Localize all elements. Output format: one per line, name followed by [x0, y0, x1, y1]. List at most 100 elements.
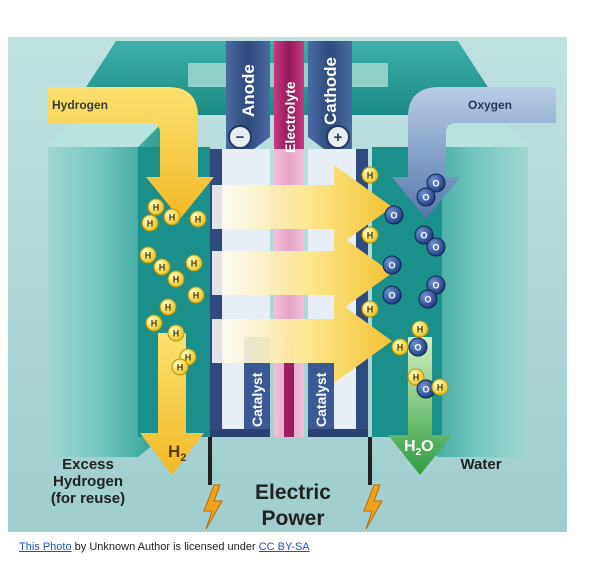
hydrogen-atom: H	[407, 368, 425, 386]
oxygen-atom: O	[382, 255, 402, 275]
h2o-subscript: 2	[416, 447, 422, 458]
svg-text:O: O	[390, 211, 397, 221]
svg-text:H: H	[367, 305, 374, 315]
anode-charge-symbol: −	[236, 129, 245, 146]
hydrogen-atom: H	[431, 378, 449, 396]
oxygen-label: Oxygen	[468, 98, 512, 112]
hydrogen-atom: H	[189, 210, 207, 228]
oxygen-atom: O	[426, 173, 446, 193]
svg-text:H: H	[367, 171, 374, 181]
hydrogen-atom: H	[187, 286, 205, 304]
fuel-cell-diagram: Anode Electrolyte Cathode Catalyst Catal…	[8, 37, 567, 532]
electrolyte-core	[284, 337, 294, 437]
svg-text:O: O	[432, 243, 439, 253]
anode-plate-top	[226, 41, 270, 149]
hydrogen-atom: H	[185, 254, 203, 272]
hydrogen-atom: H	[145, 314, 163, 332]
svg-text:H: H	[367, 231, 374, 241]
hydrogen-atom: H	[361, 226, 379, 244]
left-block-top	[48, 122, 163, 147]
electrolyte-label: Electrolyte	[282, 81, 298, 153]
lightning-icon-right	[363, 484, 383, 530]
electric-power-line2: Power	[261, 507, 324, 530]
hydrogen-atom: H	[141, 214, 159, 232]
caption-text: by Unknown Author is licensed under	[71, 541, 259, 553]
svg-text:H: H	[151, 319, 158, 329]
left-flow-block	[48, 122, 163, 457]
h2o-h: H	[404, 438, 416, 455]
excess-label-line2: Hydrogen	[53, 473, 123, 490]
svg-text:H2: H2	[168, 442, 186, 464]
svg-text:H: H	[397, 343, 404, 353]
hydrogen-atom: H	[139, 246, 157, 264]
catalyst-left-label: Catalyst	[249, 372, 265, 427]
anode-charge-badge	[228, 125, 252, 149]
svg-text:H: H	[165, 303, 172, 313]
svg-text:H: H	[177, 363, 184, 373]
svg-text:H: H	[173, 275, 180, 285]
cathode-label: Cathode	[321, 57, 340, 125]
oxygen-atom: O	[408, 337, 428, 357]
cathode-plate-top	[308, 41, 352, 149]
photo-link[interactable]: This Photo	[19, 541, 72, 553]
oxygen-atom: O	[414, 225, 434, 245]
anode-label: Anode	[239, 64, 258, 117]
svg-text:H2O: H2O	[404, 438, 434, 458]
svg-text:O: O	[432, 281, 439, 291]
svg-text:H: H	[193, 291, 200, 301]
excess-hydrogen-arrow	[140, 333, 204, 475]
svg-text:O: O	[422, 193, 429, 203]
hydrogen-atom: H	[361, 166, 379, 184]
svg-text:H: H	[191, 259, 198, 269]
svg-text:O: O	[414, 343, 421, 353]
svg-text:H: H	[195, 215, 202, 225]
electrolyte-top	[274, 41, 304, 149]
hydrogen-atom: H	[147, 198, 165, 216]
hydrogen-atom: H	[163, 208, 181, 226]
svg-text:H: H	[185, 353, 192, 363]
hydrogen-atom: H	[171, 358, 189, 376]
svg-text:O: O	[388, 261, 395, 271]
electric-power-line1: Electric	[255, 481, 331, 504]
license-link[interactable]: CC BY-SA	[258, 541, 310, 553]
anode-wire	[208, 437, 212, 485]
proton-flow-arrow-3	[212, 299, 392, 383]
svg-text:H: H	[153, 203, 160, 213]
oxygen-atom: O	[416, 187, 436, 207]
svg-text:O: O	[424, 295, 431, 305]
cathode-wire	[368, 437, 372, 485]
svg-text:H: H	[145, 251, 152, 261]
hydrogen-atom: H	[391, 338, 409, 356]
hydrogen-label: Hydrogen	[52, 98, 108, 112]
svg-text:H: H	[413, 373, 420, 383]
catalyst-right-label: Catalyst	[313, 372, 329, 427]
svg-text:O: O	[420, 231, 427, 241]
excess-label-line1: Excess	[62, 456, 114, 473]
oxygen-atom: O	[382, 285, 402, 305]
proton-flow-arrow-1	[212, 165, 392, 249]
svg-text:H: H	[169, 213, 176, 223]
oxygen-atom: O	[426, 275, 446, 295]
hydrogen-inlet-arrow	[48, 87, 214, 219]
svg-text:O: O	[422, 385, 429, 395]
image-credit-caption: This Photo by Unknown Author is licensed…	[19, 541, 310, 553]
hydrogen-atom: H	[361, 300, 379, 318]
svg-text:O: O	[432, 179, 439, 189]
svg-text:H: H	[173, 329, 180, 339]
svg-text:H: H	[147, 219, 154, 229]
hydrogen-atom: H	[167, 270, 185, 288]
h2-subscript: 2	[180, 452, 186, 464]
svg-text:H: H	[417, 325, 424, 335]
svg-text:O: O	[388, 291, 395, 301]
oxygen-atom: O	[418, 289, 438, 309]
oxygen-atom: O	[426, 237, 446, 257]
excess-label-line3: (for reuse)	[51, 490, 125, 507]
hydrogen-atom: H	[411, 320, 429, 338]
hydrogen-atom: H	[167, 324, 185, 342]
hydrogen-atom: H	[153, 258, 171, 276]
cathode-charge-symbol: +	[334, 129, 343, 146]
lightning-icon-left	[203, 484, 223, 530]
cathode-charge-badge	[326, 125, 350, 149]
